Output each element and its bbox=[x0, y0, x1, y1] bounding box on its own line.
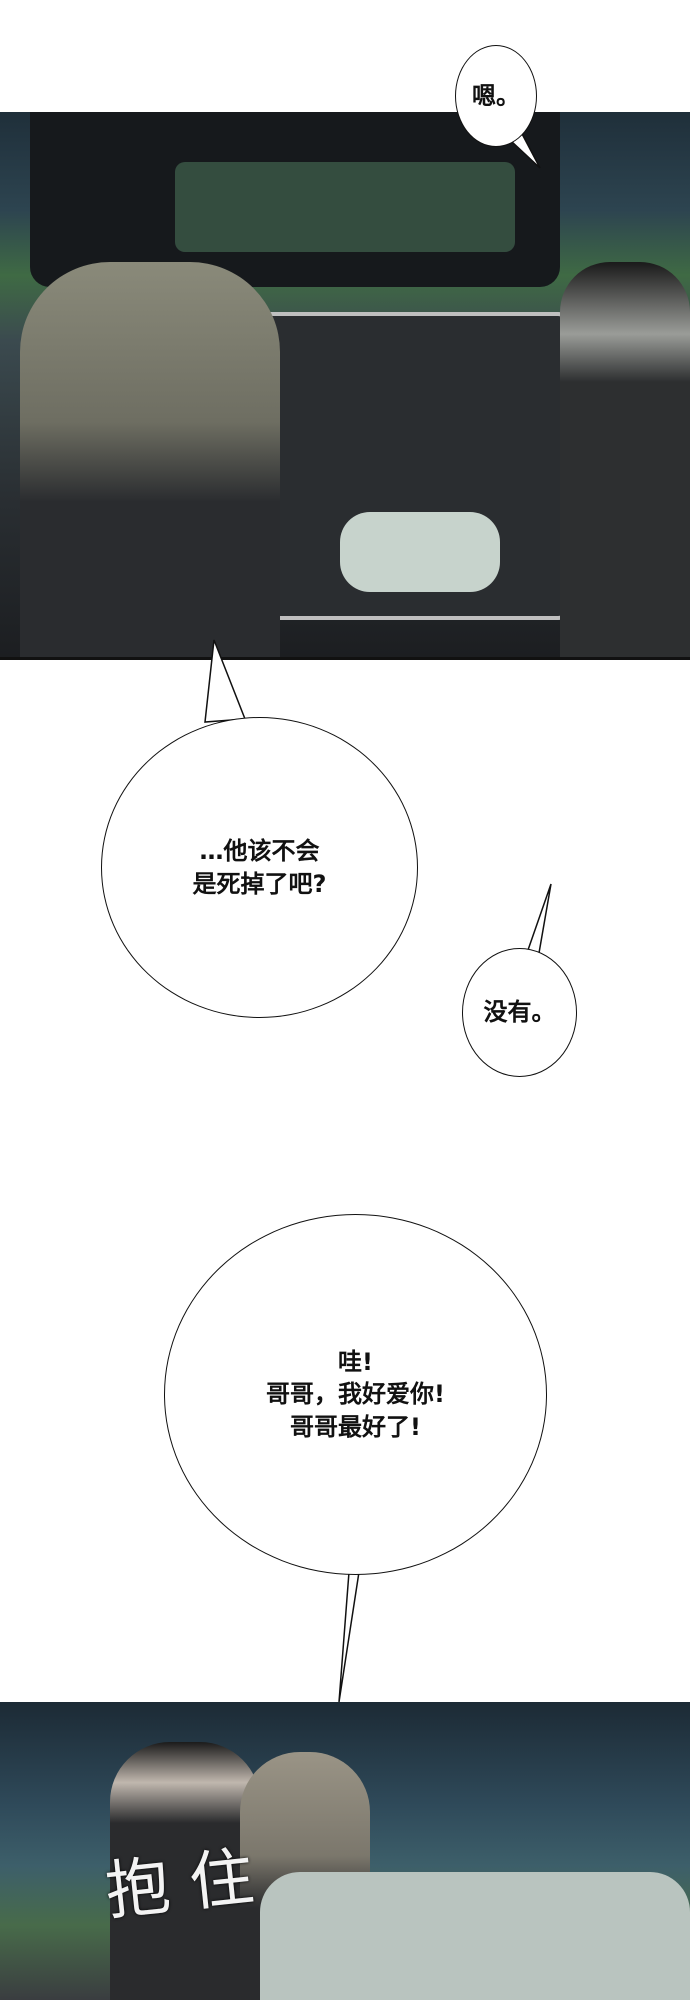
speech-bubble-2: …他该不会 是死掉了吧? bbox=[101, 717, 418, 1018]
speech-bubble-1: 嗯。 bbox=[455, 45, 537, 147]
person-lying bbox=[340, 512, 500, 592]
tail-b4 bbox=[338, 1571, 360, 1703]
panel-hug: 抱住 bbox=[0, 1702, 690, 2000]
man-figure bbox=[110, 1742, 260, 2000]
speech-bubble-3: 没有。 bbox=[462, 948, 577, 1077]
tail-b3 bbox=[527, 883, 552, 954]
floral-fabric bbox=[260, 1872, 690, 2000]
tail-b2 bbox=[204, 639, 247, 723]
man-figure bbox=[560, 262, 690, 657]
panel-car-trunk bbox=[0, 112, 690, 660]
woman-figure bbox=[20, 262, 280, 657]
trunk-window bbox=[175, 162, 515, 252]
speech-bubble-4: 哇! 哥哥，我好爱你! 哥哥最好了! bbox=[164, 1214, 547, 1575]
